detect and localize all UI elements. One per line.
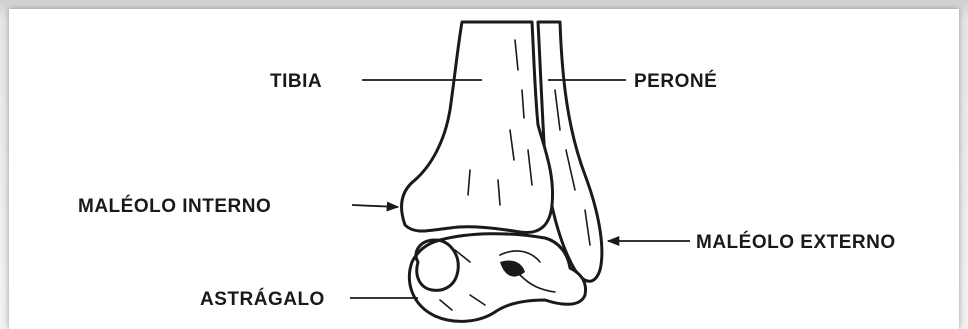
label-tibia: TIBIA bbox=[270, 71, 322, 92]
talus-shape bbox=[409, 234, 585, 322]
label-astragalo: ASTRÁGALO bbox=[200, 288, 325, 310]
label-maleolo-interno: MALÉOLO INTERNO bbox=[78, 195, 271, 217]
ankle-bones-illustration bbox=[402, 22, 602, 321]
maleolo-interno-arrow bbox=[352, 205, 398, 207]
label-maleolo-externo: MALÉOLO EXTERNO bbox=[696, 231, 896, 253]
tibia-shape bbox=[402, 22, 553, 233]
label-perone: PERONÉ bbox=[634, 70, 717, 92]
